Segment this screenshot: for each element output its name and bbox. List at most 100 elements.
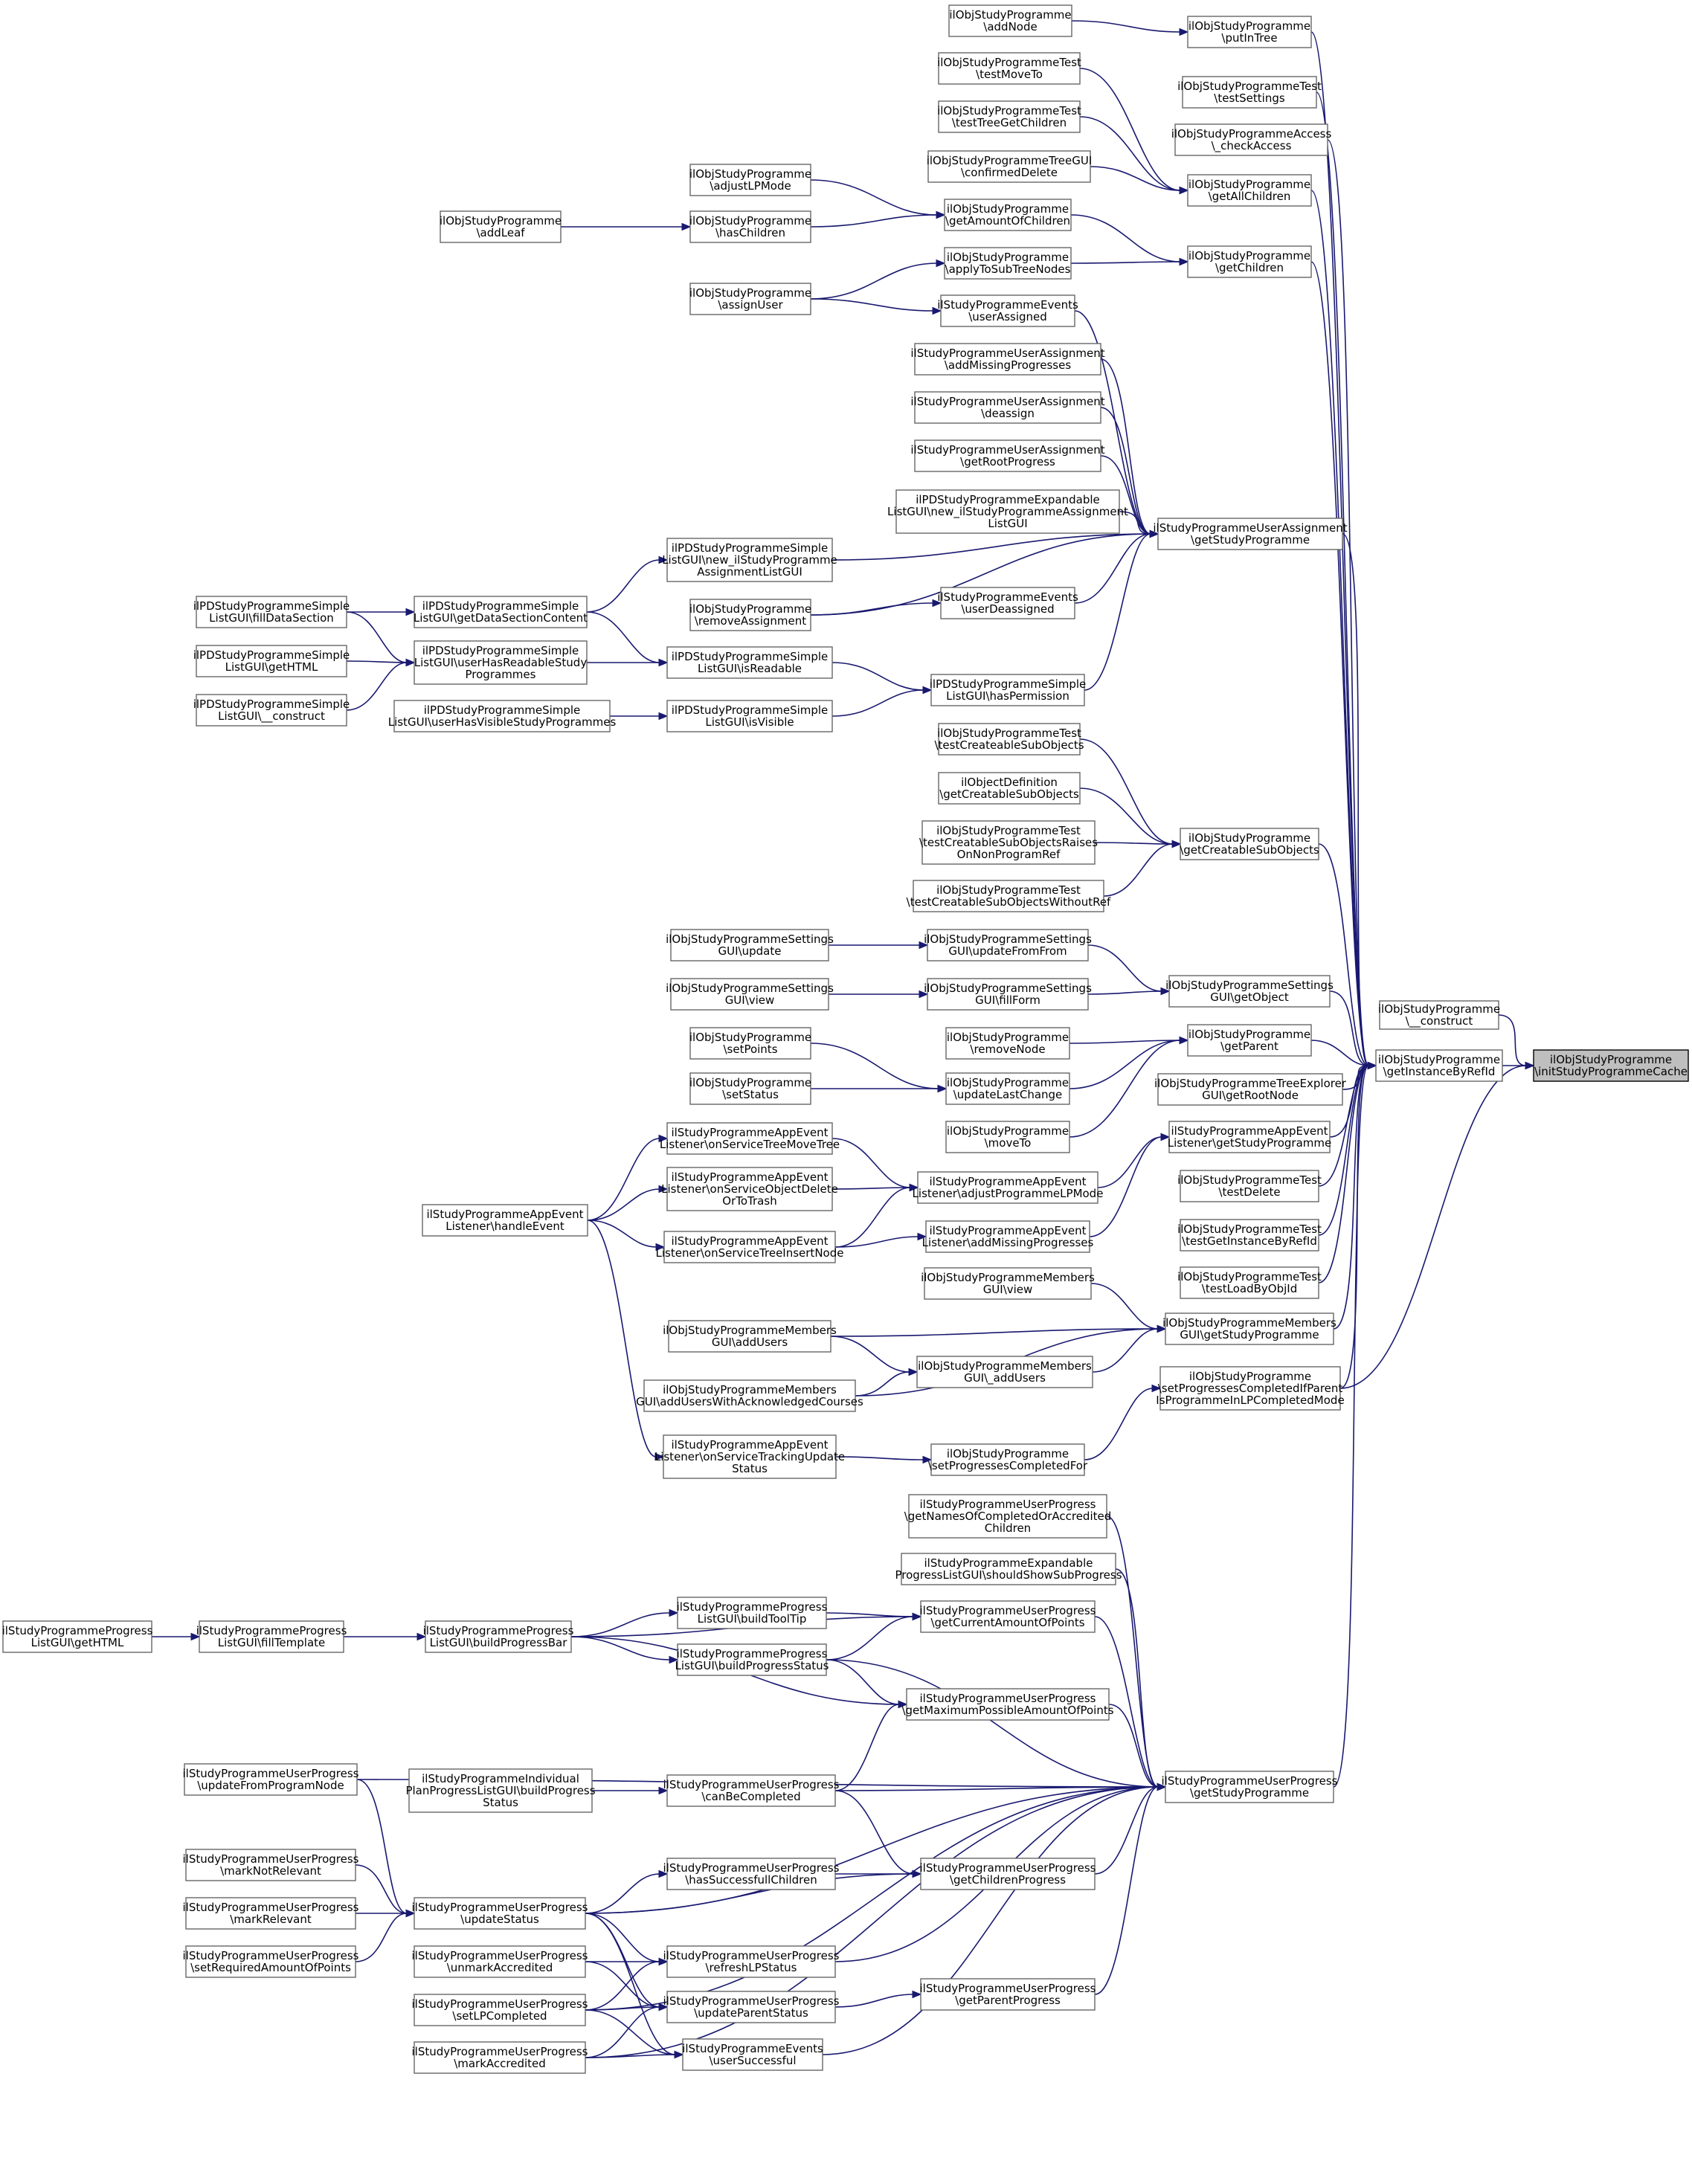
node-ilobjstudyprogramme-setstatus[interactable]: ilObjStudyProgramme\setStatus xyxy=(689,1072,811,1105)
node-ilobjstudyprogrammetreeexplorer-gui-getrootnode[interactable]: ilObjStudyProgrammeTreeExplorerGUI\getRo… xyxy=(1154,1073,1347,1106)
node-ilstudyprogrammeuserprogress-getstudyprogramme[interactable]: ilStudyProgrammeUserProgress\getStudyPro… xyxy=(1162,1771,1338,1803)
node-ilstudyprogrammeevents-usersuccessful[interactable]: ilStudyProgrammeEvents\userSuccessful xyxy=(682,2038,823,2071)
node-ilstudyprogrammeuserprogress-updateparentstatus[interactable]: ilStudyProgrammeUserProgress\updateParen… xyxy=(663,1991,840,2023)
node-ilstudyprogrammeuserprogress-setrequiredamountofpoints[interactable]: ilStudyProgrammeUserProgress\setRequired… xyxy=(183,1945,359,1978)
node-ilobjstudyprogramme-removeassignment[interactable]: ilObjStudyProgramme\removeAssignment xyxy=(689,599,811,631)
node-ilobjstudyprogramme-getamountofchildren[interactable]: ilObjStudyProgramme\getAmountOfChildren xyxy=(944,199,1072,231)
node-ilobjstudyprogrammeaccess-checkaccess[interactable]: ilObjStudyProgrammeAccess\_checkAccess xyxy=(1171,123,1332,156)
node-ilobjstudyprogramme-getchildren[interactable]: ilObjStudyProgramme\getChildren xyxy=(1187,245,1312,278)
node-ilobjstudyprogrammetest-testloadbyobjid[interactable]: ilObjStudyProgrammeTest\testLoadByObjId xyxy=(1177,1266,1322,1299)
node-ilobjstudyprogramme-setpoints[interactable]: ilObjStudyProgramme\setPoints xyxy=(689,1027,811,1060)
node-ilpdstudyprogrammesimple-listgui-isvisible[interactable]: ilPDStudyProgrammeSimpleListGUI\isVisibl… xyxy=(666,700,833,732)
node-ilobjstudyprogrammetest-testcreatablesubobjectswithoutref[interactable]: ilObjStudyProgrammeTest\testCreatableSub… xyxy=(907,880,1111,912)
node-ilpdstudyprogrammesimple-listgui-new-ilstudyprogramme-assignmentlistgui[interactable]: ilPDStudyProgrammeSimpleListGUI\new_ilSt… xyxy=(662,538,837,582)
node-ilobjstudyprogramme-moveto[interactable]: ilObjStudyProgramme\moveTo xyxy=(945,1121,1070,1153)
node-ilstudyprogrammeuserprogress-marknotrelevant[interactable]: ilStudyProgrammeUserProgress\markNotRele… xyxy=(183,1849,359,1881)
node-ilpdstudyprogrammeexpandable-listgui-new-ilstudyprogrammeassignment-listgui[interactable]: ilPDStudyProgrammeExpandableListGUI\new_… xyxy=(887,489,1128,534)
node-ilobjectdefinition-getcreatablesubobjects[interactable]: ilObjectDefinition\getCreatableSubObject… xyxy=(938,772,1081,805)
node-ilstudyprogrammeuserprogress-refreshlpstatus[interactable]: ilStudyProgrammeUserProgress\refreshLPSt… xyxy=(663,1945,840,1978)
node-ilstudyprogrammeappevent-listener-getstudyprogramme[interactable]: ilStudyProgrammeAppEventListener\getStud… xyxy=(1168,1121,1331,1153)
node-ilstudyprogrammeuserprogress-getnamesofcompletedoraccredited-children[interactable]: ilStudyProgrammeUserProgress\getNamesOfC… xyxy=(904,1494,1112,1539)
node-ilobjstudyprogramme-construct[interactable]: ilObjStudyProgramme\__construct xyxy=(1378,1000,1500,1030)
node-ilobjstudyprogrammetest-testdelete[interactable]: ilObjStudyProgrammeTest\testDelete xyxy=(1177,1170,1322,1202)
node-ilstudyprogrammeevents-userdeassigned[interactable]: ilStudyProgrammeEvents\userDeassigned xyxy=(937,587,1078,619)
node-ilobjstudyprogrammetest-testcreatablesubobjectsraises-onnonprogramref[interactable]: ilObjStudyProgrammeTest\testCreatableSub… xyxy=(919,820,1098,865)
node-ilstudyprogrammeuserprogress-updatestatus[interactable]: ilStudyProgrammeUserProgress\updateStatu… xyxy=(412,1897,588,1930)
node-ilpdstudyprogrammesimple-listgui-filldatasection[interactable]: ilPDStudyProgrammeSimpleListGUI\fillData… xyxy=(193,596,350,628)
node-ilobjstudyprogrammetest-testsettings[interactable]: ilObjStudyProgrammeTest\testSettings xyxy=(1177,76,1322,109)
node-ilstudyprogrammeuserprogress-hassuccessfullchildren[interactable]: ilStudyProgrammeUserProgress\hasSuccessf… xyxy=(663,1858,840,1890)
node-ilstudyprogrammeindividual-planprogresslistgui-buildprogress-status[interactable]: ilStudyProgrammeIndividualPlanProgressLi… xyxy=(405,1768,596,1813)
node-ilstudyprogrammeuserprogress-markrelevant[interactable]: ilStudyProgrammeUserProgress\markRelevan… xyxy=(183,1897,359,1930)
node-ilstudyprogrammeprogress-listgui-filltemplate[interactable]: ilStudyProgrammeProgressListGUI\fillTemp… xyxy=(196,1620,347,1653)
node-ilstudyprogrammeappevent-listener-handleevent[interactable]: ilStudyProgrammeAppEventListener\handleE… xyxy=(422,1204,588,1237)
node-ilobjstudyprogrammemembers-gui-adduserswithacknowledgedcourses[interactable]: ilObjStudyProgrammeMembersGUI\addUsersWi… xyxy=(636,1379,863,1412)
node-ilstudyprogrammeuserprogress-getparentprogress[interactable]: ilStudyProgrammeUserProgress\getParentPr… xyxy=(920,1978,1096,2011)
node-ilstudyprogrammeappevent-listener-adjustprogrammelpmode[interactable]: ilStudyProgrammeAppEventListener\adjustP… xyxy=(913,1171,1104,1204)
node-ilstudyprogrammeuserprogress-updatefromprogramnode[interactable]: ilStudyProgrammeUserProgress\updateFromP… xyxy=(183,1763,359,1796)
node-ilstudyprogrammeevents-userassigned[interactable]: ilStudyProgrammeEvents\userAssigned xyxy=(937,294,1078,327)
node-ilobjstudyprogramme-addnode[interactable]: ilObjStudyProgramme\addNode xyxy=(948,4,1072,37)
node-ilobjstudyprogramme-addleaf[interactable]: ilObjStudyProgramme\addLeaf xyxy=(440,210,562,243)
node-ilstudyprogrammeuserprogress-setlpcompleted[interactable]: ilStudyProgrammeUserProgress\setLPComple… xyxy=(412,1994,588,2026)
node-ilstudyprogrammeuserassignment-getstudyprogramme[interactable]: ilStudyProgrammeUserAssignment\getStudyP… xyxy=(1153,518,1348,550)
node-ilstudyprogrammeuserassignment-getrootprogress[interactable]: ilStudyProgrammeUserAssignment\getRootPr… xyxy=(910,439,1105,472)
node-ilpdstudyprogrammesimple-listgui-getdatasectioncontent[interactable]: ilPDStudyProgrammeSimpleListGUI\getDataS… xyxy=(414,596,588,628)
node-ilobjstudyprogrammesettings-gui-updatefromfrom[interactable]: ilObjStudyProgrammeSettingsGUI\updateFro… xyxy=(924,929,1092,961)
node-label-line: ilObjStudyProgrammeMembers xyxy=(918,1359,1092,1373)
node-ilpdstudyprogrammesimple-listgui-haspermission[interactable]: ilPDStudyProgrammeSimpleListGUI\hasPermi… xyxy=(930,674,1087,706)
node-ilstudyprogrammeuserprogress-markaccredited[interactable]: ilStudyProgrammeUserProgress\markAccredi… xyxy=(412,2041,588,2074)
node-ilobjstudyprogramme-removenode[interactable]: ilObjStudyProgramme\removeNode xyxy=(945,1027,1070,1060)
node-ilstudyprogrammeuserprogress-unmarkaccredited[interactable]: ilStudyProgrammeUserProgress\unmarkAccre… xyxy=(412,1945,588,1978)
node-ilstudyprogrammeuserprogress-getmaximumpossibleamountofpoints[interactable]: ilStudyProgrammeUserProgress\getMaximumP… xyxy=(901,1688,1114,1721)
node-ilstudyprogrammeuserprogress-getcurrentamountofpoints[interactable]: ilStudyProgrammeUserProgress\getCurrentA… xyxy=(920,1600,1096,1633)
node-ilobjstudyprogramme-haschildren[interactable]: ilObjStudyProgramme\hasChildren xyxy=(689,210,811,243)
node-ilobjstudyprogrammemembers-gui-getstudyprogramme[interactable]: ilObjStudyProgrammeMembersGUI\getStudyPr… xyxy=(1162,1312,1336,1345)
edge-arrowhead xyxy=(658,555,669,564)
node-ilobjstudyprogrammetreegui-confirmeddelete[interactable]: ilObjStudyProgrammeTreeGUI\confirmedDele… xyxy=(927,150,1093,183)
node-ilstudyprogrammeuserprogress-getchildrenprogress[interactable]: ilStudyProgrammeUserProgress\getChildren… xyxy=(920,1858,1096,1890)
node-ilstudyprogrammeprogress-listgui-buildprogressbar[interactable]: ilStudyProgrammeProgressListGUI\buildPro… xyxy=(423,1620,574,1653)
node-ilobjstudyprogramme-initstudyprogrammecache[interactable]: ilObjStudyProgramme\initStudyProgrammeCa… xyxy=(1533,1049,1689,1082)
node-ilobjstudyprogramme-setprogressescompletedfor[interactable]: ilObjStudyProgramme\setProgressesComplet… xyxy=(928,1443,1088,1476)
node-ilobjstudyprogramme-assignuser[interactable]: ilObjStudyProgramme\assignUser xyxy=(689,283,811,315)
node-ilobjstudyprogramme-updatelastchange[interactable]: ilObjStudyProgramme\updateLastChange xyxy=(945,1072,1070,1105)
node-ilstudyprogrammeuserassignment-deassign[interactable]: ilStudyProgrammeUserAssignment\deassign xyxy=(910,391,1105,424)
node-ilobjstudyprogrammetest-testcreateablesubobjects[interactable]: ilObjStudyProgrammeTest\testCreateableSu… xyxy=(934,723,1084,756)
node-ilobjstudyprogramme-adjustlpmode[interactable]: ilObjStudyProgramme\adjustLPMode xyxy=(689,164,811,196)
node-ilstudyprogrammeappevent-listener-onservicetrackingupdate-status[interactable]: ilStudyProgrammeAppEventListener\onServi… xyxy=(654,1434,845,1479)
node-ilstudyprogrammeexpandable-progresslistgui-shouldshowsubprogress[interactable]: ilStudyProgrammeExpandableProgressListGU… xyxy=(895,1553,1122,1585)
node-ilstudyprogrammeuserprogress-canbecompleted[interactable]: ilStudyProgrammeUserProgress\canBeComple… xyxy=(663,1774,840,1807)
node-ilstudyprogrammeappevent-listener-onserviceobjectdelete-ortotrash[interactable]: ilStudyProgrammeAppEventListener\onServi… xyxy=(661,1167,838,1211)
node-ilstudyprogrammeuserassignment-addmissingprogresses[interactable]: ilStudyProgrammeUserAssignment\addMissin… xyxy=(910,343,1105,376)
node-ilstudyprogrammeprogress-listgui-buildprogressstatus[interactable]: ilStudyProgrammeProgressListGUI\buildPro… xyxy=(675,1643,829,1676)
node-ilstudyprogrammeprogress-listgui-buildtooltip[interactable]: ilStudyProgrammeProgressListGUI\buildToo… xyxy=(677,1597,828,1629)
node-ilobjstudyprogramme-getcreatablesubobjects[interactable]: ilObjStudyProgramme\getCreatableSubObjec… xyxy=(1180,828,1319,860)
node-ilpdstudyprogrammesimple-listgui-isreadable[interactable]: ilPDStudyProgrammeSimpleListGUI\isReadab… xyxy=(666,646,833,679)
node-ilobjstudyprogrammetest-testtreegetchildren[interactable]: ilObjStudyProgrammeTest\testTreeGetChild… xyxy=(937,100,1081,133)
node-ilobjstudyprogramme-getparent[interactable]: ilObjStudyProgramme\getParent xyxy=(1187,1024,1312,1057)
node-ilpdstudyprogrammesimple-listgui-construct[interactable]: ilPDStudyProgrammeSimpleListGUI\__constr… xyxy=(193,694,350,727)
node-ilobjstudyprogramme-applytosubtreenodes[interactable]: ilObjStudyProgramme\applyToSubTreeNodes xyxy=(944,247,1072,280)
node-ilstudyprogrammeappevent-listener-addmissingprogresses[interactable]: ilStudyProgrammeAppEventListener\addMiss… xyxy=(922,1220,1094,1253)
node-ilobjstudyprogramme-getinstancebyrefid[interactable]: ilObjStudyProgramme\getInstanceByRefId xyxy=(1375,1049,1503,1082)
node-ilobjstudyprogramme-putintree[interactable]: ilObjStudyProgramme\putInTree xyxy=(1187,16,1312,48)
node-ilobjstudyprogramme-setprogressescompletedifparent-isprogrammeinlpcompletedmode[interactable]: ilObjStudyProgramme\setProgressesComplet… xyxy=(1156,1366,1345,1411)
node-ilpdstudyprogrammesimple-listgui-userhasreadablestudy-programmes[interactable]: ilPDStudyProgrammeSimpleListGUI\userHasR… xyxy=(414,640,588,685)
node-ilobjstudyprogrammetest-testgetinstancebyrefid[interactable]: ilObjStudyProgrammeTest\testGetInstanceB… xyxy=(1177,1219,1322,1252)
node-ilpdstudyprogrammesimple-listgui-userhasvisiblestudyprogrammes[interactable]: ilPDStudyProgrammeSimpleListGUI\userHasV… xyxy=(388,700,617,732)
node-ilstudyprogrammeappevent-listener-onservicetreemovetree[interactable]: ilStudyProgrammeAppEventListener\onServi… xyxy=(660,1122,840,1155)
node-ilobjstudyprogramme-getallchildren[interactable]: ilObjStudyProgramme\getAllChildren xyxy=(1187,174,1312,207)
node-ilstudyprogrammeappevent-listener-onservicetreeinsertnode[interactable]: ilStudyProgrammeAppEventListener\onServi… xyxy=(656,1231,844,1263)
node-box xyxy=(945,1072,1070,1105)
node-ilobjstudyprogrammetest-testmoveto[interactable]: ilObjStudyProgrammeTest\testMoveTo xyxy=(937,52,1081,85)
